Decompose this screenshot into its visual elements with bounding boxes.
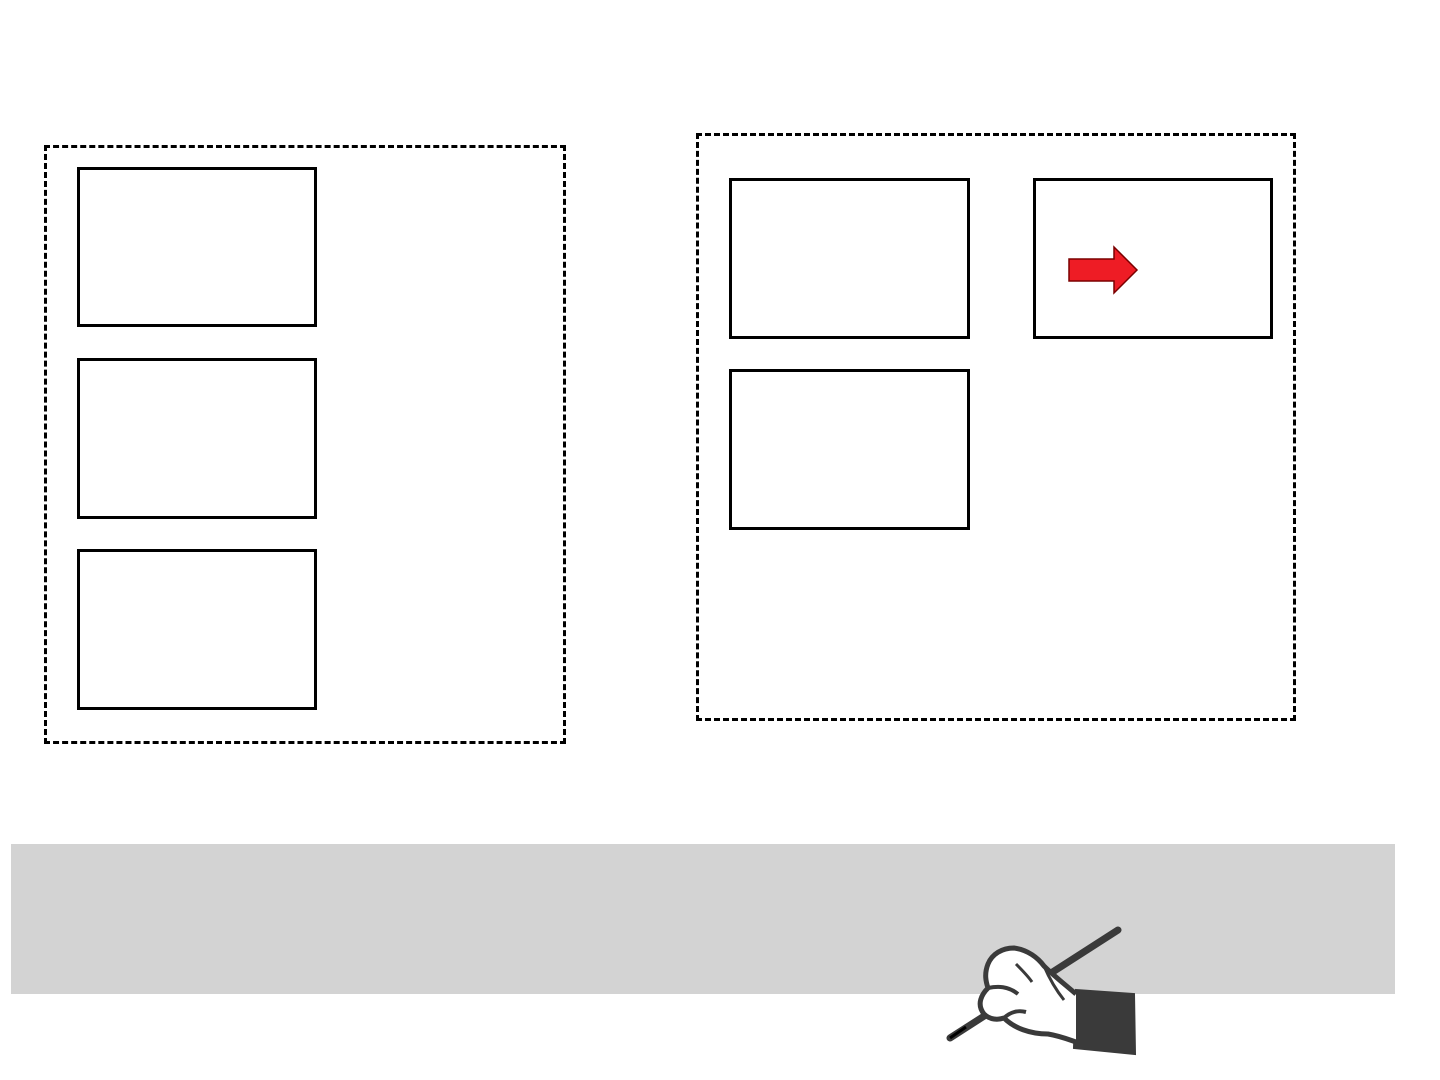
right-dashed-group <box>696 133 1296 721</box>
bottom-gray-bar <box>11 844 1395 994</box>
hand-writing-pen-icon <box>946 926 1137 1056</box>
left-frame-1 <box>77 167 317 327</box>
left-dashed-group <box>44 145 566 744</box>
arrow-right-icon <box>1068 245 1139 295</box>
right-frame-1 <box>729 178 970 339</box>
right-frame-3 <box>729 369 970 530</box>
left-frame-3 <box>77 549 317 710</box>
left-frame-2 <box>77 358 317 519</box>
